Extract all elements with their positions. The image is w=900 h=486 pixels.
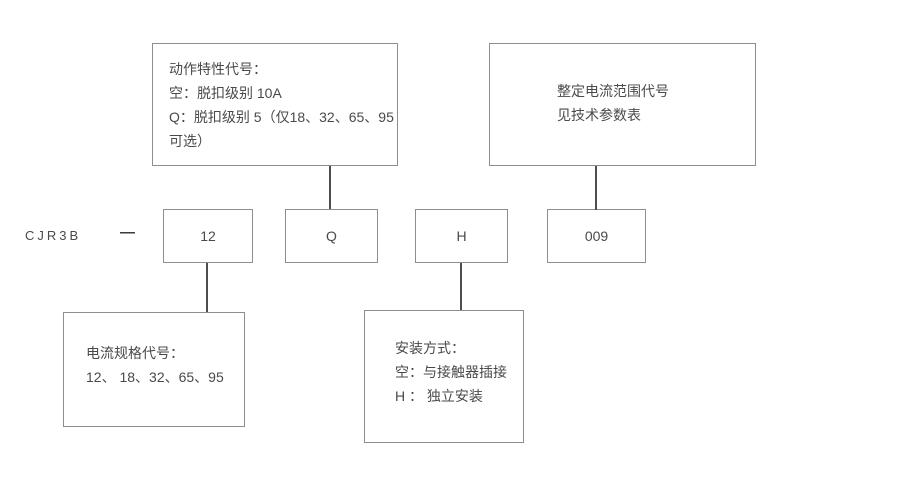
callout-text-line: 见技术参数表 <box>557 107 641 123</box>
connector-line <box>329 166 331 209</box>
connector-line <box>595 166 597 210</box>
callout-text-line: Q：脱扣级别 5（仅18、32、65、95 <box>169 109 394 125</box>
current-spec-code-box: 12 <box>163 209 253 263</box>
callout-text-line: 整定电流范围代号 <box>557 83 669 99</box>
callout-text-line: 空：脱扣级别 10A <box>169 85 282 101</box>
callout-text-line: 动作特性代号： <box>169 61 267 77</box>
model-prefix-label: CJR3B <box>25 228 82 243</box>
callout-text-line: 可选） <box>169 133 211 149</box>
callout-text-line: 空：与接触器插接 <box>395 364 507 380</box>
current-range-callout-box: 整定电流范围代号 见技术参数表 <box>489 43 756 166</box>
dash-separator: — <box>120 224 135 241</box>
mounting-code-box: H <box>415 209 508 263</box>
callout-text-line: H ： 独立安装 <box>395 388 483 404</box>
action-characteristic-code-box: Q <box>285 209 378 263</box>
mounting-callout-box: 安装方式： 空：与接触器插接 H ： 独立安装 <box>364 310 524 443</box>
connector-line <box>460 263 462 310</box>
current-spec-callout-box: 电流规格代号： 12、 18、32、65、95 <box>63 312 245 427</box>
callout-text-line: 12、 18、32、65、95 <box>86 369 224 385</box>
current-range-code-box: 009 <box>547 209 646 263</box>
callout-text-line: 电流规格代号： <box>86 345 184 361</box>
connector-line <box>206 263 208 312</box>
callout-text-line: 安装方式： <box>395 340 465 356</box>
action-characteristic-callout-box: 动作特性代号： 空：脱扣级别 10A Q：脱扣级别 5（仅18、32、65、95… <box>152 43 398 166</box>
